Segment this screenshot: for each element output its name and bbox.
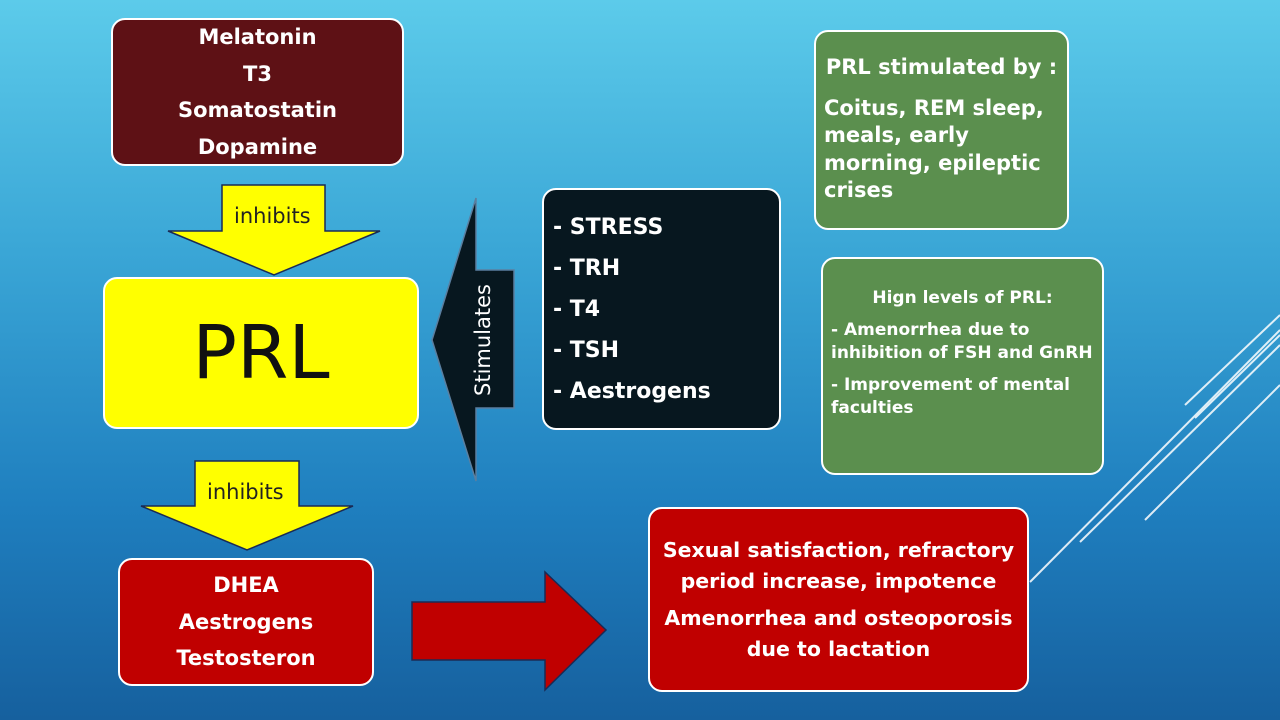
inhibitor-item: Melatonin bbox=[198, 25, 317, 49]
high-levels-title: Hign levels of PRL: bbox=[872, 288, 1053, 308]
decorative-line bbox=[1029, 329, 1280, 583]
stimulus-item: - TRH bbox=[553, 255, 621, 281]
stimulus-item: - TSH bbox=[553, 337, 620, 363]
inhibitor-item: Somatostatin bbox=[178, 98, 337, 122]
stimulus-item: - Aestrogens bbox=[553, 378, 711, 404]
high-levels-item: - Improvement of mental faculties bbox=[831, 374, 1071, 419]
target-item: DHEA bbox=[213, 573, 279, 598]
decorative-line bbox=[1184, 314, 1280, 406]
effect-arrow bbox=[411, 570, 608, 692]
inhibitors-box: Melatonin T3 Somatostatin Dopamine bbox=[111, 18, 404, 166]
target-item: Testosteron bbox=[176, 646, 316, 671]
stimulus-item: - STRESS bbox=[553, 214, 664, 240]
down-arrow-top bbox=[167, 184, 381, 276]
stimulate-arrow bbox=[431, 197, 515, 482]
inhibits-bottom-label: inhibits bbox=[207, 480, 284, 504]
effects-box: Sexual satisfaction, refractory period i… bbox=[648, 507, 1029, 692]
target-item: Aestrogens bbox=[178, 609, 314, 634]
prl-label: PRL bbox=[192, 310, 330, 396]
stimulates-label: Stimulates bbox=[471, 284, 495, 396]
stimulated-by-box: PRL stimulated by : Coitus, REM sleep, m… bbox=[814, 30, 1069, 230]
decorative-lines bbox=[1029, 314, 1280, 583]
high-levels-item: - Amenorrhea due to inhibition of FSH an… bbox=[831, 319, 1093, 364]
inhibitor-item: Dopamine bbox=[197, 134, 318, 159]
stimulated-by-text: Coitus, REM sleep, meals, early morning,… bbox=[824, 95, 1044, 203]
down-arrow-bottom bbox=[140, 460, 354, 551]
stimuli-box: - STRESS - TRH - T4 - TSH - Aestrogens bbox=[542, 188, 781, 430]
targets-box: DHEA Aestrogens Testosteron bbox=[118, 558, 374, 686]
inhibitor-item: T3 bbox=[243, 61, 272, 86]
prl-box: PRL bbox=[103, 277, 419, 429]
stimulated-by-title: PRL stimulated by : bbox=[825, 55, 1058, 79]
inhibits-top-label: inhibits bbox=[234, 204, 311, 228]
decorative-line bbox=[1079, 344, 1280, 543]
high-levels-box: Hign levels of PRL: - Amenorrhea due to … bbox=[821, 257, 1104, 475]
effect-item: Amenorrhea and osteoporosis due to lacta… bbox=[664, 605, 1013, 661]
effect-item: Sexual satisfaction, refractory period i… bbox=[662, 537, 1015, 593]
stimulus-item: - T4 bbox=[553, 296, 601, 322]
decorative-line bbox=[1144, 384, 1280, 521]
decorative-line bbox=[1194, 334, 1280, 419]
